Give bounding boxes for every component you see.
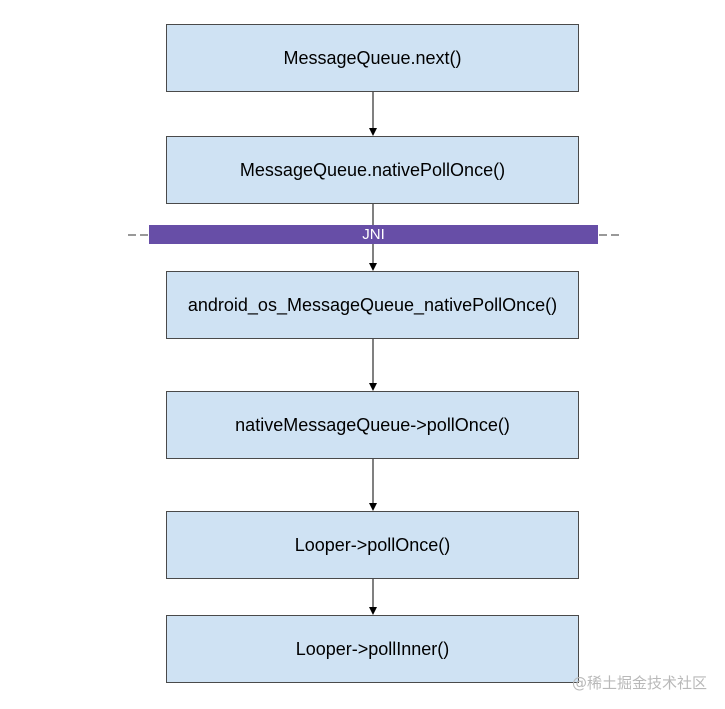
box-messagequeue-nativepollonce: MessageQueue.nativePollOnce() — [166, 136, 579, 204]
jni-boundary-bar: JNI — [149, 225, 598, 244]
watermark: @稀土掘金技术社区 — [571, 674, 707, 692]
box-messagequeue-next: MessageQueue.next() — [166, 24, 579, 92]
box-nativemessagequeue-pollonce: nativeMessageQueue->pollOnce() — [166, 391, 579, 459]
box-looper-pollonce: Looper->pollOnce() — [166, 511, 579, 579]
box-android-os-messagequeue-nativepollonce: android_os_MessageQueue_nativePollOnce() — [166, 271, 579, 339]
box-looper-pollinner: Looper->pollInner() — [166, 615, 579, 683]
jni-label: JNI — [362, 226, 385, 243]
